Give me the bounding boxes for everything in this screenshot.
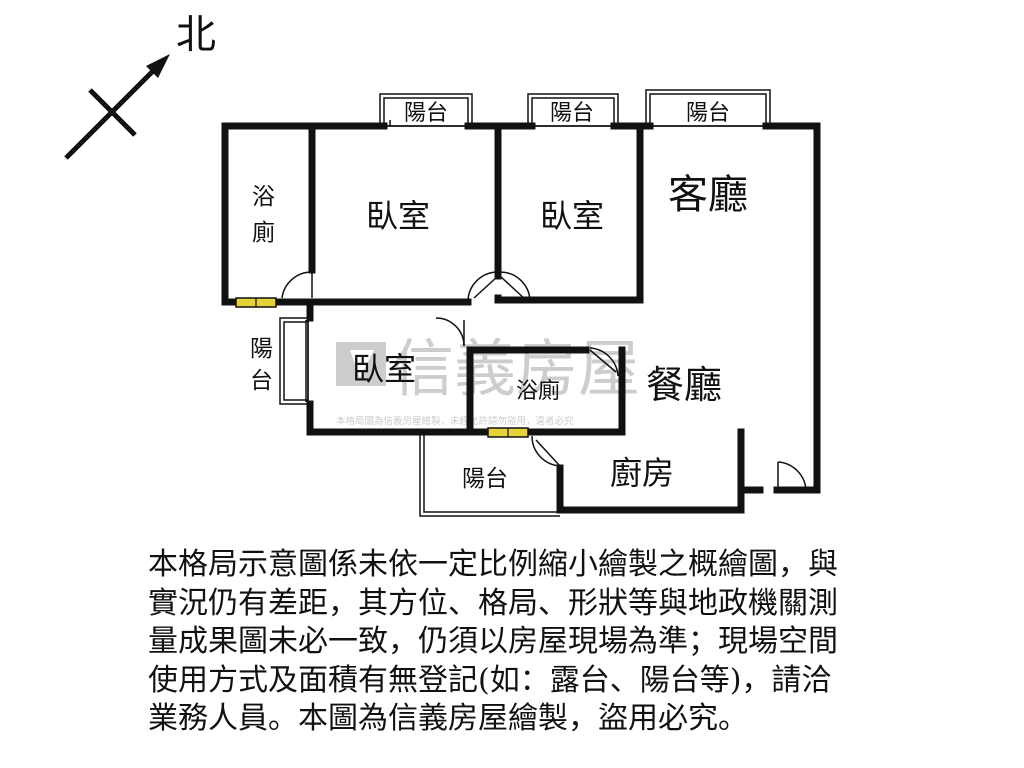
- balcony-top-3-label: 陽台: [686, 101, 730, 126]
- balcony-left-label-1: 陽: [250, 336, 273, 362]
- bath-left-label-2: 廁: [252, 220, 275, 246]
- bath-center-label: 浴廁: [516, 379, 560, 404]
- watermark: 信義房屋 本格局圖為信義房屋繪製，未經允許請勿盜用，違者必究: [336, 332, 640, 427]
- balcony-bottom: [419, 432, 560, 517]
- bath-left-label-1: 浴: [252, 184, 275, 210]
- balcony-top-2-label: 陽台: [550, 101, 594, 126]
- doors: [281, 120, 807, 491]
- balconies: [279, 89, 771, 517]
- disclaimer-text: 本格局示意圖係未依一定比例縮小繪製之概繪圖，與 實況仍有差距，其方位、格局、形狀…: [148, 547, 838, 736]
- balcony-bottom-label: 陽台: [462, 466, 508, 492]
- bedroom-3-label: 臥室: [352, 350, 416, 388]
- balcony-left-label-2: 台: [250, 368, 273, 394]
- north-arrow-head: [146, 54, 170, 78]
- walls: [221, 122, 821, 514]
- bedroom-2-label: 臥室: [540, 197, 604, 235]
- floor-plan: 北 信義房屋 本格局圖為信義房屋繪製，未經允許請勿盜用，違者必究: [64, 12, 821, 517]
- north-arrow-shaft: [64, 60, 164, 160]
- watermark-notice: 本格局圖為信義房屋繪製，未經允許請勿盜用，違者必究: [336, 415, 574, 427]
- watermark-brand: 信義房屋: [392, 332, 640, 405]
- balcony-top-1-label: 陽台: [404, 101, 448, 126]
- kitchen-label: 廚房: [610, 454, 674, 492]
- compass-cross: [88, 88, 137, 137]
- north-label: 北: [176, 12, 216, 58]
- dining-room-label: 餐廳: [646, 363, 722, 407]
- windows: [235, 297, 529, 438]
- compass: 北: [64, 12, 216, 160]
- bedroom-1-label: 臥室: [366, 197, 430, 235]
- living-room-label: 客廳: [668, 172, 748, 218]
